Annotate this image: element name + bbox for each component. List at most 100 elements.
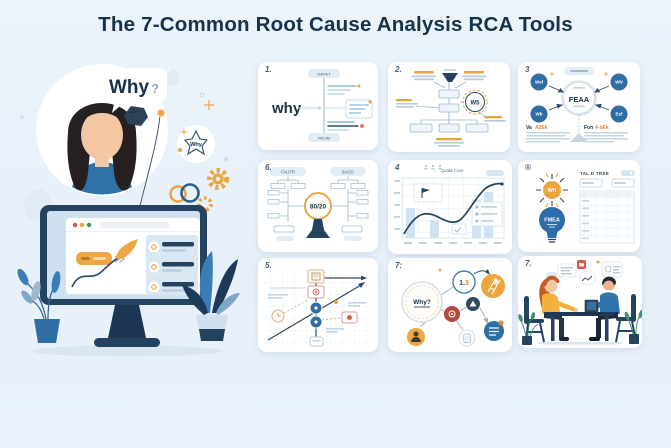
document-icon	[465, 336, 469, 342]
data-table	[579, 190, 635, 244]
panel-number: 7:	[395, 261, 403, 270]
woman-figure	[539, 275, 578, 341]
speech-bubbles	[546, 260, 623, 285]
man-hair	[602, 276, 616, 285]
tree-lines	[277, 176, 359, 222]
trend-curve	[403, 182, 503, 235]
satellite-circles: Wel WN Wb Eef	[530, 73, 628, 123]
svg-text:Fon: Fon	[584, 125, 593, 131]
leaf-arrow-icon	[116, 239, 138, 260]
panel-fmea-bulb: ® WH FMEA TAL D TREE	[518, 160, 640, 252]
panel-trend-chart: 4 Quala Core	[388, 160, 512, 254]
label-block	[396, 99, 440, 109]
list-circle	[484, 320, 504, 341]
flag-icon	[422, 188, 430, 193]
right-note: Fon 4-bEk	[584, 125, 628, 143]
laptop-icon	[582, 299, 602, 315]
decor-ring	[199, 92, 205, 98]
person-icon	[411, 337, 421, 342]
left-illustration: Why? Why	[17, 64, 240, 357]
fmea-bulb-diagram: WH FMEA TAL D TREE	[536, 170, 635, 244]
list-icon	[489, 327, 499, 336]
pedestal	[570, 133, 588, 142]
chair-right	[615, 294, 637, 343]
window-dot-red	[72, 222, 78, 228]
svg-text:4-bEk: 4-bEk	[595, 125, 609, 131]
speech-bubble-text: Why?	[109, 77, 159, 98]
badge-word: Why	[190, 142, 203, 148]
arrows	[548, 85, 610, 111]
panel-scatter: 5.	[258, 258, 378, 352]
svg-text:Wel: Wel	[535, 80, 543, 85]
plant-right	[182, 251, 240, 341]
panel-meeting: 7.	[518, 256, 642, 348]
ladder-icon	[487, 277, 501, 295]
panel-mindmap: 7: Why? 1.3	[388, 258, 512, 352]
panel-number: 6.	[265, 163, 272, 172]
eighty-twenty-circle: 80/20	[304, 192, 332, 220]
tree-boxes	[267, 183, 369, 219]
panel-five-whys: 1. why MAVET PACIM	[258, 62, 378, 150]
label-block	[454, 71, 486, 89]
plant-pot	[34, 319, 60, 343]
plant-left	[17, 268, 61, 343]
panel-pareto: 6. FAUTR 8A/2O 80/20	[258, 160, 378, 252]
scatter-diagram	[264, 268, 372, 347]
growth-chart	[71, 239, 138, 288]
result-list	[146, 235, 198, 295]
man-torso	[600, 292, 620, 314]
panel-number: 1.	[265, 65, 272, 74]
panel-number: 2.	[395, 65, 402, 74]
star-icon	[183, 129, 209, 156]
decor-dot	[224, 157, 228, 161]
browser-window	[66, 218, 200, 295]
doc-box	[307, 269, 325, 284]
chart-title: Quala Core	[440, 168, 464, 173]
svg-text:WH: WH	[548, 188, 557, 194]
annotation-box	[413, 183, 443, 203]
panel-number: ®	[525, 163, 531, 172]
legend-pill	[486, 170, 504, 176]
person-circle	[407, 328, 425, 346]
label-block	[477, 110, 506, 122]
page-title: The 7-Common Root Cause Analysis RCA Too…	[98, 13, 573, 36]
bulb-icon: FMEA	[539, 207, 565, 243]
pedestal	[306, 219, 330, 238]
svg-text:FMEA: FMEA	[544, 218, 560, 224]
ring-icon	[169, 185, 187, 203]
left-note: Va A2Ek	[526, 125, 570, 143]
woman-torso	[542, 293, 560, 314]
table-title: TAL D TREE	[580, 171, 609, 176]
window-dot-green	[86, 222, 92, 228]
woman-head	[544, 279, 558, 293]
plus-sparkle	[550, 72, 554, 76]
toggle-pill	[621, 170, 635, 176]
window-dot-yellow	[79, 222, 85, 228]
svg-text:Va: Va	[526, 125, 532, 131]
ladder-circle	[481, 274, 505, 298]
triangle-icon	[469, 300, 477, 307]
note-box	[345, 99, 373, 119]
decor-dot	[20, 115, 24, 119]
panel-flowchart: 2. W5	[388, 62, 510, 152]
address-bar	[100, 221, 170, 229]
alert-box	[307, 285, 325, 299]
list-item	[148, 241, 194, 253]
value-circle: 1.3	[452, 270, 476, 294]
connector-line	[139, 108, 166, 207]
sparkle-icon	[181, 129, 187, 135]
label-block	[412, 71, 446, 89]
data-point	[334, 300, 338, 304]
why-star-badge: Why	[177, 125, 215, 163]
list-item	[148, 281, 194, 293]
panel-number: 7.	[525, 259, 532, 268]
svg-text:80/20: 80/20	[310, 204, 327, 211]
woman-arm	[555, 300, 576, 312]
center-circle: FEAA	[561, 80, 597, 116]
svg-text:1.3: 1.3	[459, 280, 469, 287]
panel-number: 3	[525, 65, 530, 74]
delta-circle	[466, 297, 480, 311]
top-pill-label: MAVET	[317, 71, 331, 76]
y-axis-ticks	[394, 180, 400, 230]
